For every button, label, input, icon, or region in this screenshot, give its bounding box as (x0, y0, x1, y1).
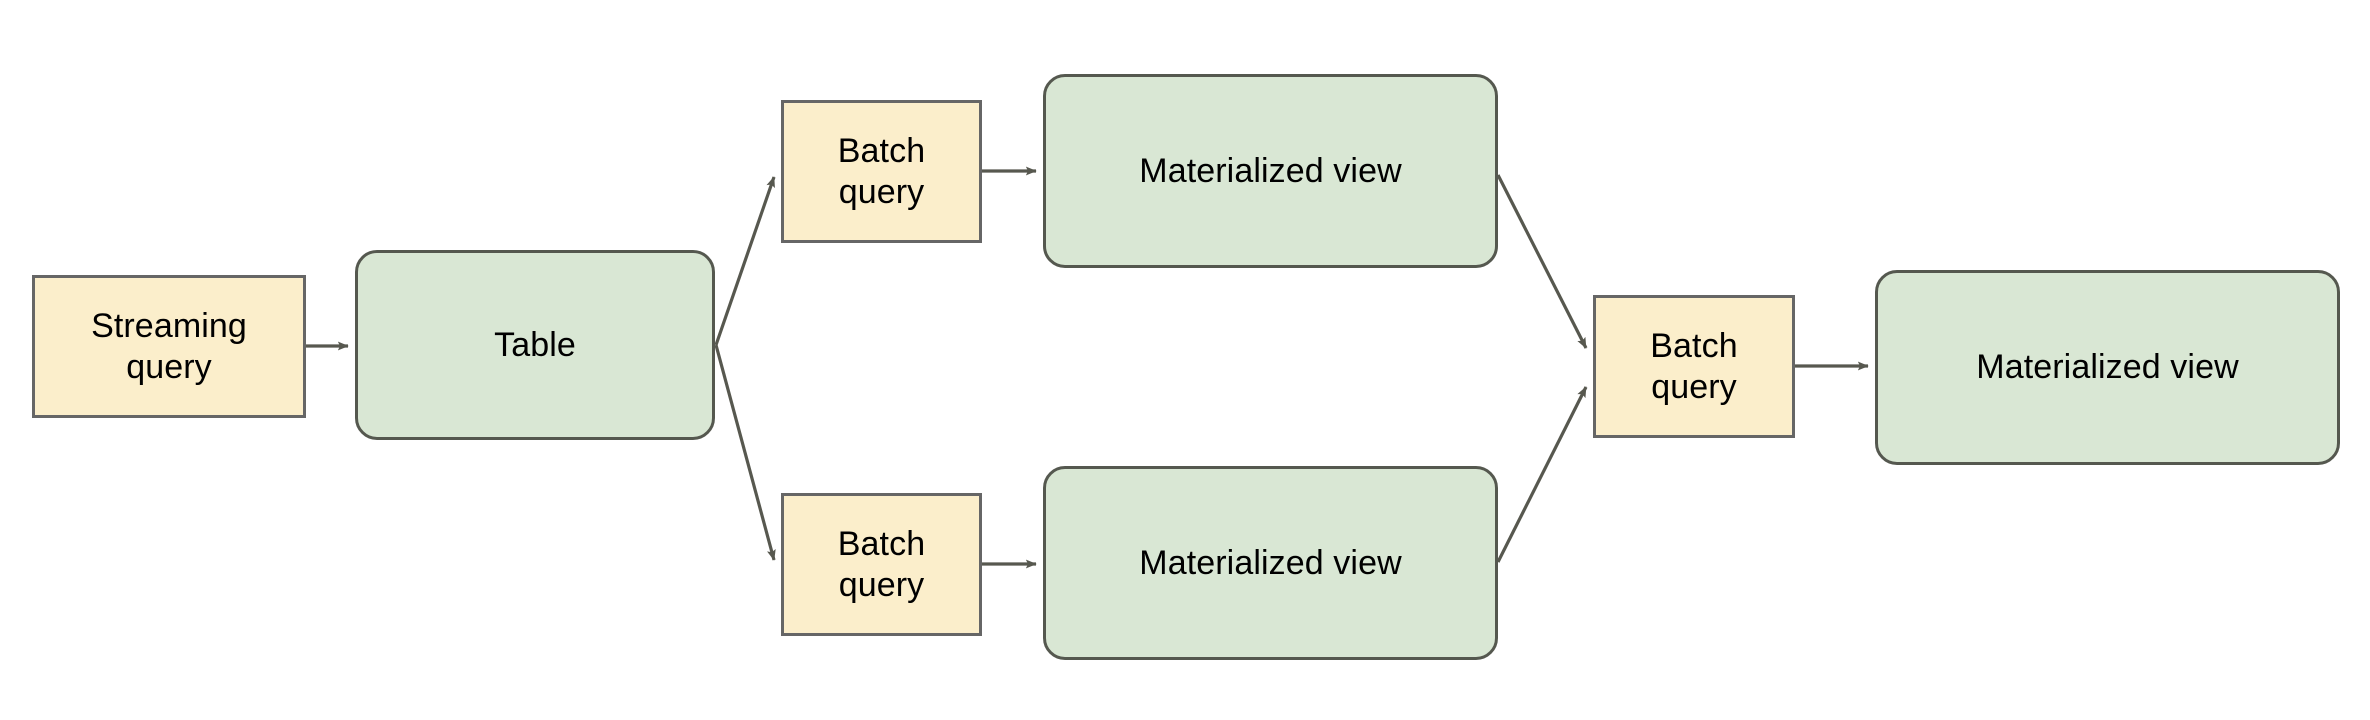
node-label: Batch query (837, 132, 926, 211)
node-materialized-view-final[interactable]: Materialized view (1875, 270, 2340, 465)
node-label: Table (494, 325, 576, 364)
edge-table-to-batch-query-bottom (714, 344, 776, 561)
node-table[interactable]: Table (355, 250, 715, 440)
node-label: Batch query (837, 525, 926, 604)
edge-materialized-view-bottom-to-batch-query-merge (1496, 386, 1588, 563)
edge-table-to-batch-query-top (714, 176, 776, 346)
node-label: Materialized view (1976, 348, 2239, 387)
node-materialized-view-top[interactable]: Materialized view (1043, 74, 1498, 268)
node-materialized-view-bottom[interactable]: Materialized view (1043, 466, 1498, 660)
node-batch-query-merge[interactable]: Batch query (1593, 295, 1795, 438)
node-label: Streaming query (91, 307, 247, 386)
node-batch-query-top[interactable]: Batch query (781, 100, 982, 243)
node-label: Materialized view (1139, 151, 1402, 190)
node-label: Batch query (1650, 327, 1738, 406)
node-batch-query-bottom[interactable]: Batch query (781, 493, 982, 636)
node-label: Materialized view (1139, 543, 1402, 582)
edge-materialized-view-top-to-batch-query-merge (1496, 174, 1588, 349)
node-streaming-query[interactable]: Streaming query (32, 275, 306, 418)
